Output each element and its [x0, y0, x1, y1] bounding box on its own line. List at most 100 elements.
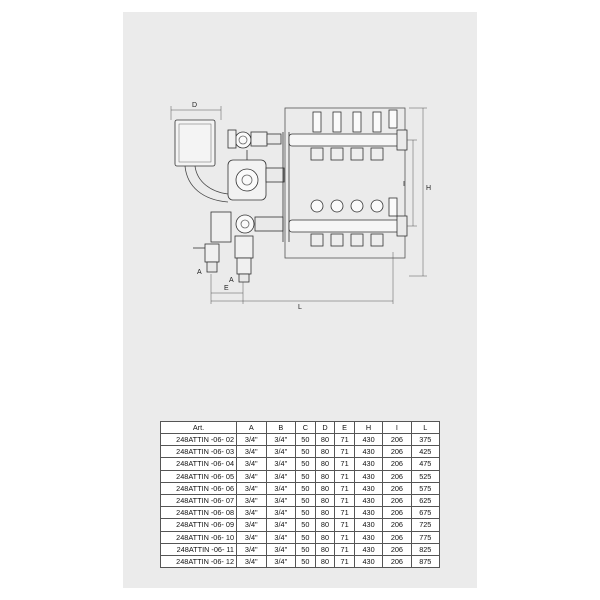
table-cell: 248ATTIN -06- 02 — [160, 432, 237, 447]
table-cell: 3/4" — [236, 506, 267, 520]
table-cell: 3/4" — [236, 493, 267, 508]
dim-label-a-left: A — [197, 269, 202, 276]
table-cell: 50 — [295, 445, 316, 459]
table-cell: 3/4" — [236, 469, 267, 483]
table-cell: 71 — [334, 469, 355, 483]
table-cell: 3/4" — [265, 518, 297, 532]
table-cell: 248ATTIN -06- 10 — [160, 530, 237, 544]
table-cell: 248ATTIN -06- 04 — [160, 457, 237, 471]
table-cell: 475 — [410, 457, 441, 471]
table-cell: 375 — [410, 432, 441, 447]
table-cell: 50 — [295, 469, 316, 483]
table-cell: 71 — [334, 530, 355, 544]
upper-outlets — [310, 111, 384, 161]
table-cell: 3/4" — [265, 530, 297, 544]
table-cell: 206 — [382, 445, 412, 459]
manifold-technical-drawing: D A A E L H I — [170, 102, 431, 311]
table-cell: 3/4" — [236, 530, 267, 544]
table-cell: 80 — [314, 542, 336, 556]
manifold-upper-bar — [288, 133, 402, 147]
table-cell: 206 — [382, 542, 412, 556]
table-cell: 575 — [410, 481, 441, 495]
table-cell: 430 — [353, 493, 384, 508]
table-cell: 3/4" — [265, 506, 297, 520]
table-cell: 430 — [353, 457, 384, 471]
table-cell: 80 — [314, 518, 336, 532]
column-header: Art. — [160, 421, 237, 434]
table-cell: 71 — [334, 554, 355, 569]
lower-outlets — [310, 199, 384, 247]
table-cell: 206 — [382, 469, 412, 483]
column-header: A — [236, 421, 267, 434]
table-cell: 775 — [410, 530, 441, 544]
table-cell: 50 — [295, 493, 316, 508]
table-cell: 3/4" — [265, 542, 297, 556]
cable — [194, 165, 229, 195]
table-cell: 206 — [382, 457, 412, 471]
table-cell: 248ATTIN -06- 11 — [160, 542, 237, 556]
table-cell: 430 — [353, 530, 384, 544]
table-cell: 430 — [353, 518, 384, 532]
table-cell: 50 — [295, 506, 316, 520]
table-cell: 80 — [314, 432, 336, 447]
table-cell: 50 — [295, 542, 316, 556]
table-cell: 50 — [295, 457, 316, 471]
column-header: H — [353, 421, 384, 434]
table-cell: 71 — [334, 481, 355, 495]
table-cell: 3/4" — [265, 457, 297, 471]
table-cell: 80 — [314, 493, 336, 508]
column-header: B — [265, 421, 297, 434]
table-cell: 80 — [314, 469, 336, 483]
table-cell: 425 — [410, 445, 441, 459]
table-cell: 248ATTIN -06- 12 — [160, 554, 237, 569]
table-cell: 3/4" — [265, 481, 297, 495]
table-cell: 206 — [382, 530, 412, 544]
table-cell: 80 — [314, 554, 336, 569]
cable — [184, 165, 229, 203]
table-cell: 3/4" — [265, 469, 297, 483]
column-header: E — [334, 421, 355, 434]
table-cell: 525 — [410, 469, 441, 483]
table-cell: 206 — [382, 493, 412, 508]
table-cell: 3/4" — [236, 457, 267, 471]
table-cell: 50 — [295, 481, 316, 495]
table-cell: 430 — [353, 469, 384, 483]
table-cell: 3/4" — [236, 554, 267, 569]
table-cell: 3/4" — [236, 432, 267, 447]
column-header: L — [410, 421, 441, 434]
table-cell: 80 — [314, 457, 336, 471]
table-cell: 3/4" — [265, 554, 297, 569]
table-cell: 248ATTIN -06- 05 — [160, 469, 237, 483]
table-cell: 50 — [295, 518, 316, 532]
table-cell: 71 — [334, 506, 355, 520]
dim-label-l: L — [298, 304, 302, 311]
table-cell: 80 — [314, 445, 336, 459]
column-header: I — [382, 421, 412, 434]
table-cell: 80 — [314, 481, 336, 495]
table-cell: 71 — [334, 432, 355, 447]
table-cell: 80 — [314, 530, 336, 544]
table-cell: 206 — [382, 481, 412, 495]
table-cell: 248ATTIN -06- 07 — [160, 493, 237, 508]
table-cell: 206 — [382, 506, 412, 520]
dim-label-i: I — [403, 181, 405, 188]
table-cell: 50 — [295, 432, 316, 447]
table-cell: 725 — [410, 518, 441, 532]
table-cell: 430 — [353, 506, 384, 520]
table-cell: 430 — [353, 432, 384, 447]
table-cell: 71 — [334, 457, 355, 471]
table-cell: 71 — [334, 493, 355, 508]
